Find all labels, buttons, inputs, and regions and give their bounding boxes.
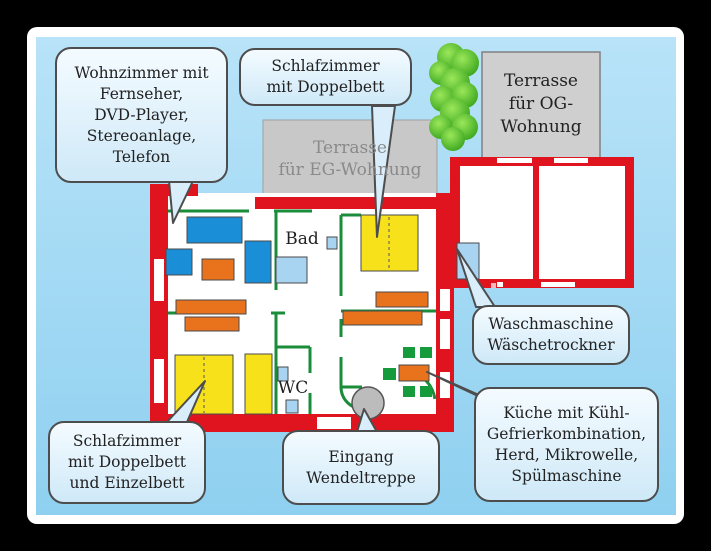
terrace-og [481,51,601,161]
tree-icon [429,43,479,151]
picture-frame: Terrasse für EG-Wohnung Terrasse für OG-… [27,27,684,524]
wc-label: WC [277,378,309,398]
annex [450,157,634,288]
callout-schlafzimmer-unten: Schlafzimmer mit Doppelbett und Einzelbe… [48,421,206,504]
callout-eingang: Eingang Wendeltreppe [282,430,440,505]
main-apartment [150,184,454,432]
terrace-og-label: Terrasse für OG- Wohnung [500,71,582,137]
callout-wohnzimmer: Wohnzimmer mit Fernseher, DVD-Player, St… [55,47,228,183]
floor-plan [36,37,676,515]
callout-kueche: Küche mit Kühl- Gefrierkombination, Herd… [474,387,659,502]
callout-tails [166,105,498,433]
callout-waschmaschine: Waschmaschine Wäschetrockner [472,305,630,365]
bad-label: Bad [285,229,319,249]
terrace-eg-label: Terrasse für EG-Wohnung [278,138,422,180]
callout-schlafzimmer-og: Schlafzimmer mit Doppelbett [239,48,412,106]
terrace-eg [262,119,438,199]
